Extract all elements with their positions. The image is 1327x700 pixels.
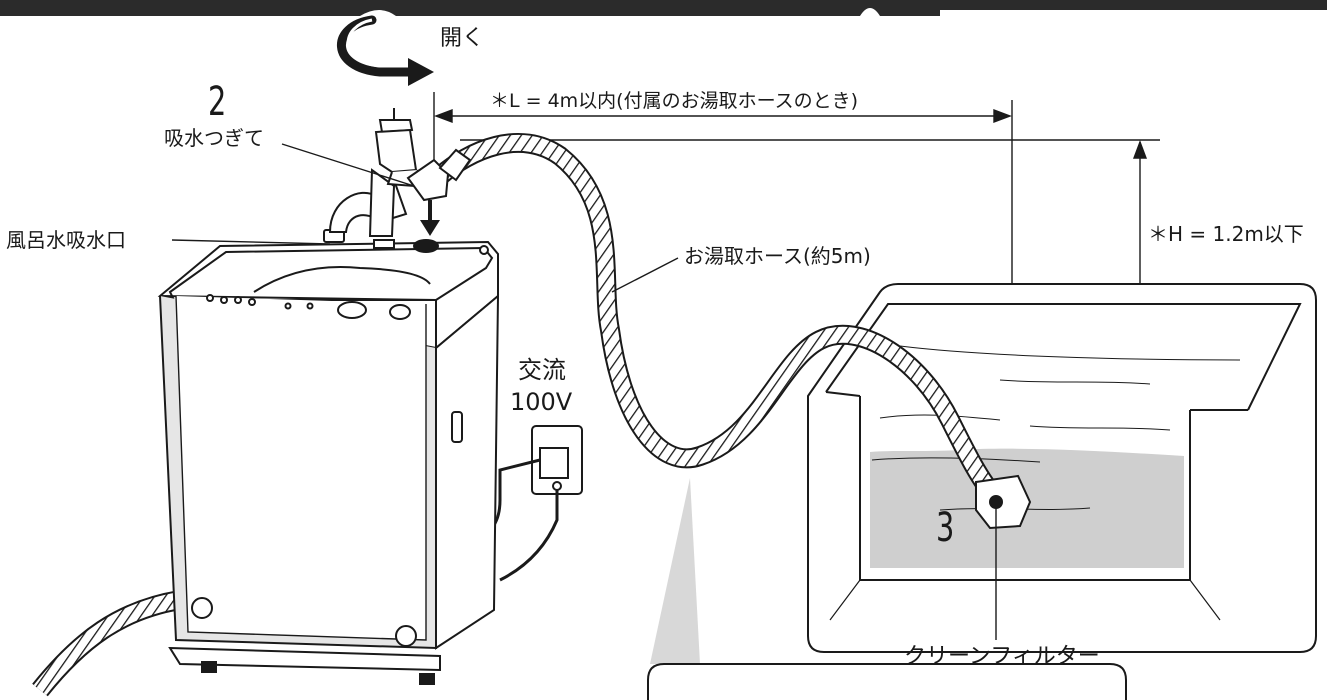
callout-bubble [647,478,1127,700]
intake-joint-label: 吸水つぎて [164,126,264,150]
header-bars [0,0,1327,16]
open-direction-label: 開く [440,26,485,51]
hose-label: お湯取ホース(約5m) [684,244,871,268]
clean-filter-label: クリーンフィルター [904,644,1100,669]
ac-power-label-line1: 交流 [518,356,566,384]
washing-machine [157,229,500,685]
intake-joint [406,148,472,202]
wall-outlet [488,425,583,582]
intake-hose-loop [328,168,408,237]
ac-power-label-line2: 100V [510,388,573,416]
clean-filter-icon [975,474,1032,640]
hot-water-hose [32,132,1006,697]
height-H-label: ＊H = 1.2m以下 [1148,222,1304,246]
leader-lines [171,143,679,293]
distance-L-label: ＊L = 4m以内(付属のお湯取ホースのとき) [490,90,859,112]
rotate-arrow-icon [337,15,434,86]
step-number-3: 3 [936,505,955,551]
step-number-2: 2 [208,79,227,125]
bath-water-intake-label: 風呂水吸水口 [6,228,126,252]
down-arrow-icon [420,200,440,236]
faucet-icon [374,108,419,188]
